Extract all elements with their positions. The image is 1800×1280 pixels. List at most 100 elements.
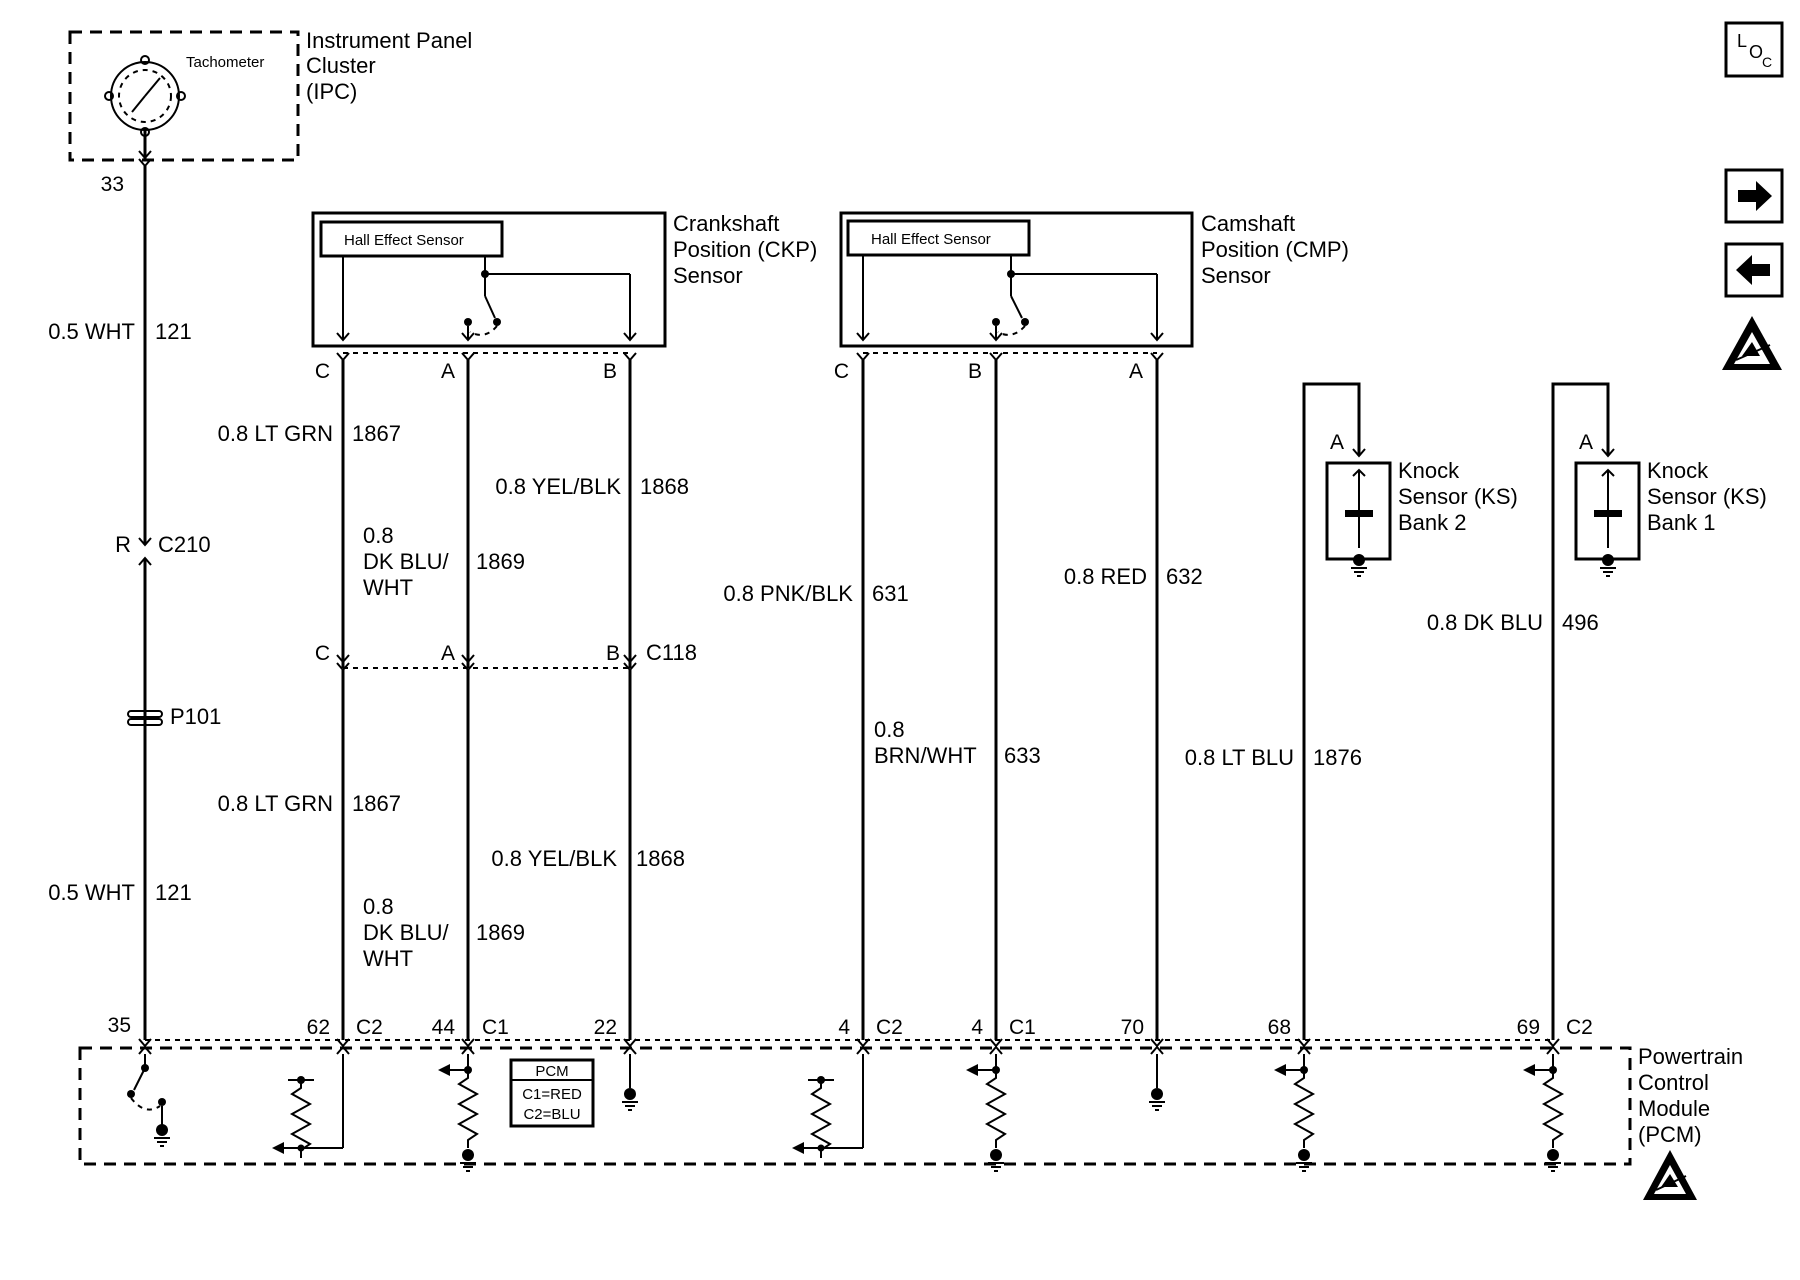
pcm-pin-4-c2: 4 <box>838 1016 850 1039</box>
cmp-pin-c: C <box>834 360 849 383</box>
pcm-pin-69-connector: C2 <box>1566 1016 1593 1039</box>
ks2-label-line-1: Knock <box>1398 458 1460 483</box>
ipc-label-line-3: (IPC) <box>306 79 357 104</box>
c118-pin-c: C <box>315 642 330 665</box>
tach-wire <box>127 130 163 1040</box>
tach-wire-circuit-lower: 121 <box>155 880 192 905</box>
ckp-c-wire-color-lower: 0.8 LT GRN <box>218 791 333 816</box>
pcm-label-line-4: (PCM) <box>1638 1122 1702 1147</box>
ks2-wire-circuit: 1876 <box>1313 745 1362 770</box>
cmp-b-wire-circuit: 633 <box>1004 743 1041 768</box>
pcm-legend-title: PCM <box>535 1063 568 1080</box>
cmp-hall-label: Hall Effect Sensor <box>871 231 991 248</box>
cmp-c-wire-circuit: 631 <box>872 581 909 606</box>
ckp-c-wire-color-upper: 0.8 LT GRN <box>218 421 333 446</box>
ckp-pin-c: C <box>315 360 330 383</box>
ckp-a-wire-color-upper-3: WHT <box>363 575 413 600</box>
ckp-wires <box>336 360 637 1040</box>
ipc-module: Tachometer Instrument Panel Cluster (IPC… <box>68 28 472 162</box>
ks1-pin: A <box>1579 431 1593 454</box>
tachometer-icon <box>104 55 186 137</box>
pcm-pin-68: 68 <box>1268 1016 1291 1039</box>
cmp-wires <box>861 360 1159 1040</box>
arrow-left-icon[interactable] <box>1724 242 1784 298</box>
cmp-b-wire-color-1: 0.8 <box>874 717 905 742</box>
ks1-label-line-2: Sensor (KS) <box>1647 484 1767 509</box>
esd-icon <box>1722 316 1782 370</box>
ckp-a-wire-color-upper-1: 0.8 <box>363 523 394 548</box>
cmp-c-wire-color: 0.8 PNK/BLK <box>723 581 853 606</box>
knock-sensor-bank1 <box>1551 382 1641 1040</box>
cmp-label-line-3: Sensor <box>1201 263 1271 288</box>
svg-text:C: C <box>1762 54 1772 70</box>
cmp-b-wire-color-2: BRN/WHT <box>874 743 977 768</box>
pcm-pin-69: 69 <box>1517 1016 1540 1039</box>
ckp-b-wire-color-upper: 0.8 YEL/BLK <box>495 474 621 499</box>
ckp-a-wire-color-lower-2: DK BLU/ <box>363 920 449 945</box>
ckp-c-wire-circuit-upper: 1867 <box>352 421 401 446</box>
ckp-c-wire-circuit-lower: 1867 <box>352 791 401 816</box>
ks2-pin: A <box>1330 431 1344 454</box>
ckp-a-wire-color-upper-2: DK BLU/ <box>363 549 449 574</box>
c118-connector: C118 <box>646 640 697 665</box>
ipc-label-line-1: Instrument Panel <box>306 28 472 53</box>
cmp-label-line-1: Camshaft <box>1201 211 1295 236</box>
svg-text:O: O <box>1749 42 1763 62</box>
ckp-b-wire-circuit-lower: 1868 <box>636 846 685 871</box>
ckp-label-line-2: Position (CKP) <box>673 237 817 262</box>
ckp-label-line-3: Sensor <box>673 263 743 288</box>
c210-pin: R <box>115 532 131 557</box>
tachometer-label: Tachometer <box>186 54 264 71</box>
pcm-pin-62-connector: C2 <box>356 1016 383 1039</box>
pcm-pin-4-c1: 4 <box>971 1016 983 1039</box>
ckp-label-line-1: Crankshaft <box>673 211 779 236</box>
pcm-pin-70: 70 <box>1121 1016 1144 1039</box>
ipc-label-line-2: Cluster <box>306 53 376 78</box>
pcm-label-line-1: Powertrain <box>1638 1044 1743 1069</box>
c118-pin-a: A <box>441 642 455 665</box>
esd-icon-pcm <box>1643 1150 1697 1200</box>
c210-connector: C210 <box>158 532 211 557</box>
ckp-hall-label: Hall Effect Sensor <box>344 232 464 249</box>
ks2-label-line-3: Bank 2 <box>1398 510 1467 535</box>
pcm-pin-44-connector: C1 <box>482 1016 509 1039</box>
cmp-sensor: Hall Effect Sensor <box>839 211 1194 348</box>
pcm-pin-44: 44 <box>432 1016 456 1039</box>
ipc-pin: 33 <box>101 173 124 196</box>
pcm-legend-c1: C1=RED <box>522 1086 582 1103</box>
ckp-a-wire-color-lower-3: WHT <box>363 946 413 971</box>
ckp-a-wire-color-lower-1: 0.8 <box>363 894 394 919</box>
pcm-pin-4-c1-connector: C1 <box>1009 1016 1036 1039</box>
cmp-pin-a: A <box>1129 360 1143 383</box>
cmp-pin-b: B <box>968 360 982 383</box>
ks1-wire-color: 0.8 DK BLU <box>1427 610 1543 635</box>
pcm-module: PCM C1=RED C2=BLU <box>78 1038 1632 1172</box>
location-icon[interactable]: L O C <box>1724 21 1784 78</box>
ckp-sensor: Hall Effect Sensor <box>311 211 667 348</box>
pcm-label-line-2: Control <box>1638 1070 1709 1095</box>
ks1-wire-circuit: 496 <box>1562 610 1599 635</box>
ckp-pin-a: A <box>441 360 455 383</box>
cmp-a-wire-circuit: 632 <box>1166 564 1203 589</box>
pcm-pin-62: 62 <box>307 1016 330 1039</box>
pcm-pin-22: 22 <box>594 1016 617 1039</box>
ks2-wire-color: 0.8 LT BLU <box>1185 745 1294 770</box>
pcm-pin-35: 35 <box>108 1014 131 1037</box>
tach-wire-color-upper: 0.5 WHT <box>48 319 135 344</box>
ckp-a-wire-circuit-upper: 1869 <box>476 549 525 574</box>
c118-pin-b: B <box>606 642 620 665</box>
knock-sensor-bank2 <box>1302 382 1392 1040</box>
ckp-a-wire-circuit-lower: 1869 <box>476 920 525 945</box>
p101-splice-label: P101 <box>170 704 221 729</box>
cmp-label-line-2: Position (CMP) <box>1201 237 1349 262</box>
ks2-label-line-2: Sensor (KS) <box>1398 484 1518 509</box>
tach-wire-circuit-upper: 121 <box>155 319 192 344</box>
pcm-legend-c2: C2=BLU <box>523 1106 580 1123</box>
cmp-a-wire-color: 0.8 RED <box>1064 564 1147 589</box>
ckp-pin-b: B <box>603 360 617 383</box>
ks1-label-line-3: Bank 1 <box>1647 510 1716 535</box>
arrow-right-icon[interactable] <box>1724 168 1784 224</box>
ks1-label-line-1: Knock <box>1647 458 1709 483</box>
pcm-pin-4-c2-connector: C2 <box>876 1016 903 1039</box>
